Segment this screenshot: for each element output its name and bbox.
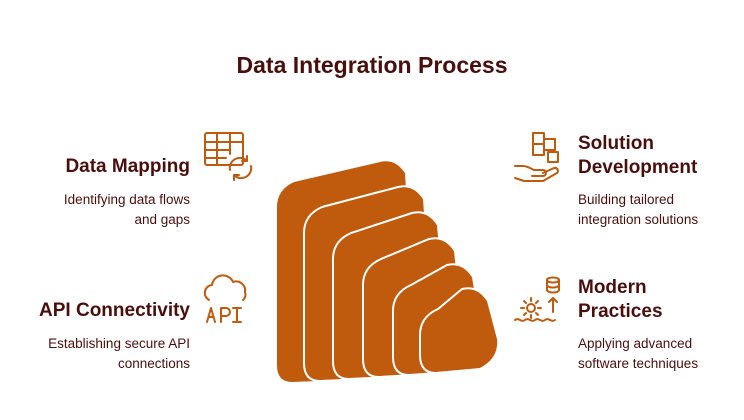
layered-stack-graphic [270, 155, 500, 400]
cloud-api-icon [200, 272, 256, 328]
data-mapping-heading: Data Mapping [65, 156, 190, 177]
api-connectivity-description: Establishing secure API connections [0, 334, 190, 374]
gear-database-icon [512, 272, 568, 328]
solution-development-description-line-1: Building tailored [578, 192, 675, 207]
hand-blocks-icon [512, 128, 568, 184]
stack-layer-6 [419, 287, 500, 375]
api-connectivity-description-line-2: connections [117, 356, 190, 371]
modern-practices-description: Applying advanced software techniques [578, 334, 738, 374]
data-mapping-description-line-1: Identifying data flows [63, 192, 190, 207]
api-connectivity-heading: API Connectivity [39, 300, 190, 321]
api-connectivity-description-line-1: Establishing secure API [48, 336, 190, 351]
solution-development-heading: Solution Development [578, 132, 738, 180]
modern-practices-heading-line-1: Modern [578, 277, 647, 298]
solution-development-heading-line-2: Development [578, 157, 698, 178]
table-sync-icon [200, 130, 256, 182]
solution-development-description: Building tailored integration solutions [578, 190, 738, 230]
modern-practices-heading-line-2: Practices [578, 301, 663, 322]
solution-development-heading-line-1: Solution [578, 133, 654, 154]
modern-practices-heading: Modern Practices [578, 276, 738, 324]
solution-development-description-line-2: integration solutions [578, 212, 699, 227]
data-mapping-description: Identifying data flows and gaps [0, 190, 190, 230]
page-title: Data Integration Process [236, 52, 508, 78]
modern-practices-description-line-2: software techniques [578, 356, 699, 371]
modern-practices-description-line-1: Applying advanced [578, 336, 693, 351]
data-mapping-description-line-2: and gaps [134, 212, 190, 227]
